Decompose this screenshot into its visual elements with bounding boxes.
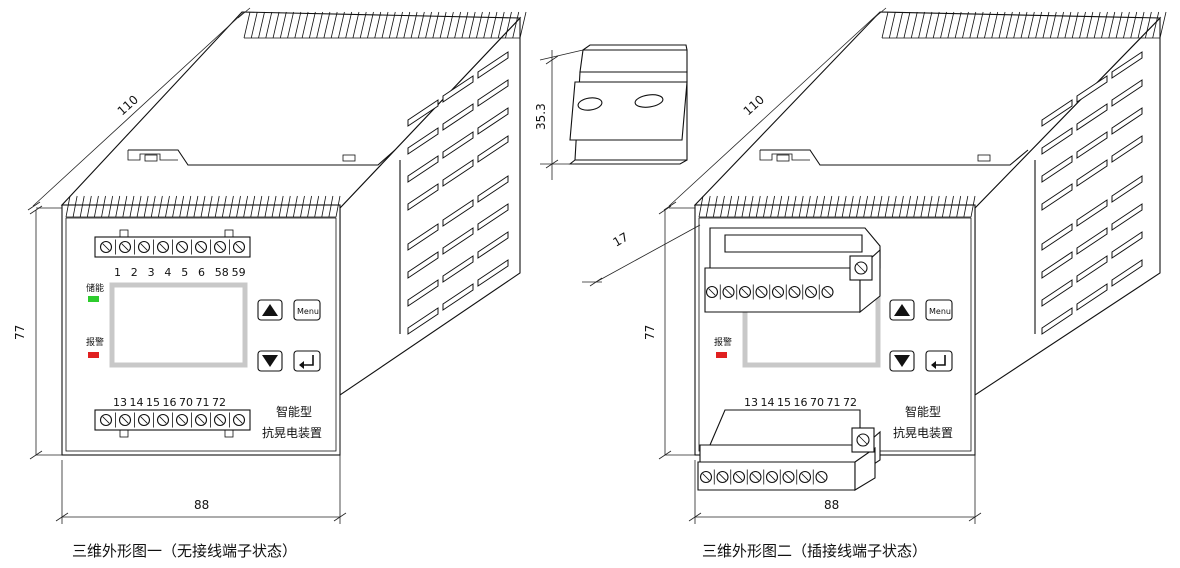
down-button[interactable] [889,350,915,372]
terminal-number: 15 [777,396,791,409]
terminal-number: 5 [181,266,188,279]
caption-view-2: 三维外形图二（插接线端子状态） [702,542,927,560]
enter-button[interactable] [925,350,953,372]
terminal-number: 2 [131,266,138,279]
caption-view-1: 三维外形图一（无接线端子状态） [72,542,297,560]
terminal-number: 71 [827,396,841,409]
alarm-label: 报警 [86,336,104,348]
dimension-lines [27,7,347,524]
alarm-label: 报警 [714,336,732,348]
terminal-number: 70 [810,396,824,409]
bottom-terminal-block [94,409,251,438]
brand-line-2: 抗晃电装置 [893,425,953,440]
energy-led [88,296,99,302]
brand-line-2: 抗晃电装置 [262,425,322,440]
terminal-number: 3 [148,266,155,279]
terminal-number: 13 [113,396,127,409]
brand-line-1: 智能型 [905,404,941,419]
dimension-lines [582,7,982,524]
svg-text:Menu: Menu [929,307,951,316]
terminal-number: 14 [761,396,775,409]
plug-offset-dimension: 17 [611,230,631,250]
terminal-number: 13 [744,396,758,409]
terminal-number: 59 [232,266,246,279]
height-dimension: 77 [643,325,657,340]
terminal-number: 58 [215,266,229,279]
depth-dimension: 110 [741,92,767,118]
bottom-plug-connector [697,409,881,491]
din-rail [539,44,688,180]
terminal-number: 72 [212,396,226,409]
terminal-number: 15 [146,396,160,409]
menu-button[interactable]: Menu [925,299,953,321]
up-button[interactable] [257,299,283,321]
top-plug-connector [704,227,881,314]
terminal-number: 6 [198,266,205,279]
top-cooling-fins [243,11,527,39]
front-top-grille [65,195,341,218]
menu-button[interactable]: Menu [293,299,321,321]
terminal-number: 70 [179,396,193,409]
width-dimension: 88 [824,498,839,512]
depth-dimension: 110 [115,92,141,118]
enter-button[interactable] [293,350,321,372]
top-cooling-fins [881,11,1167,39]
rail-height-dimension: 35.3 [534,103,548,130]
height-dimension: 77 [13,325,27,340]
alarm-led [88,352,99,358]
lcd-window [109,282,248,368]
down-button[interactable] [257,350,283,372]
brand-line-1: 智能型 [276,404,312,419]
terminal-number: 16 [163,396,177,409]
alarm-led [716,352,727,358]
terminal-number: 4 [164,266,171,279]
terminal-number: 1 [114,266,121,279]
svg-text:Menu: Menu [297,307,319,316]
width-dimension: 88 [194,498,209,512]
terminal-number: 71 [196,396,210,409]
energy-label: 储能 [86,282,104,294]
terminal-number: 14 [130,396,144,409]
side-vent-slots [407,51,509,335]
side-vent-slots [1041,51,1143,335]
front-top-grille [698,195,976,218]
terminal-number: 72 [843,396,857,409]
top-terminal-block [94,229,251,258]
terminal-number: 16 [794,396,808,409]
up-button[interactable] [889,299,915,321]
